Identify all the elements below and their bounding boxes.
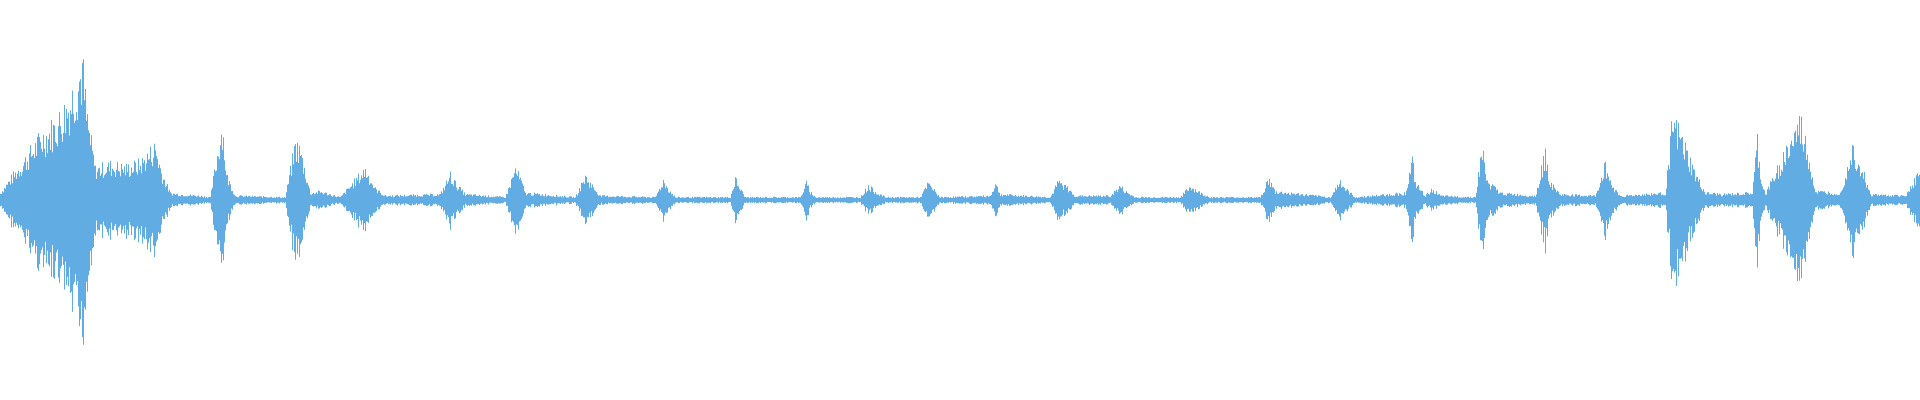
- waveform-bars: [0, 59, 1920, 345]
- waveform-samples: [0, 59, 1920, 345]
